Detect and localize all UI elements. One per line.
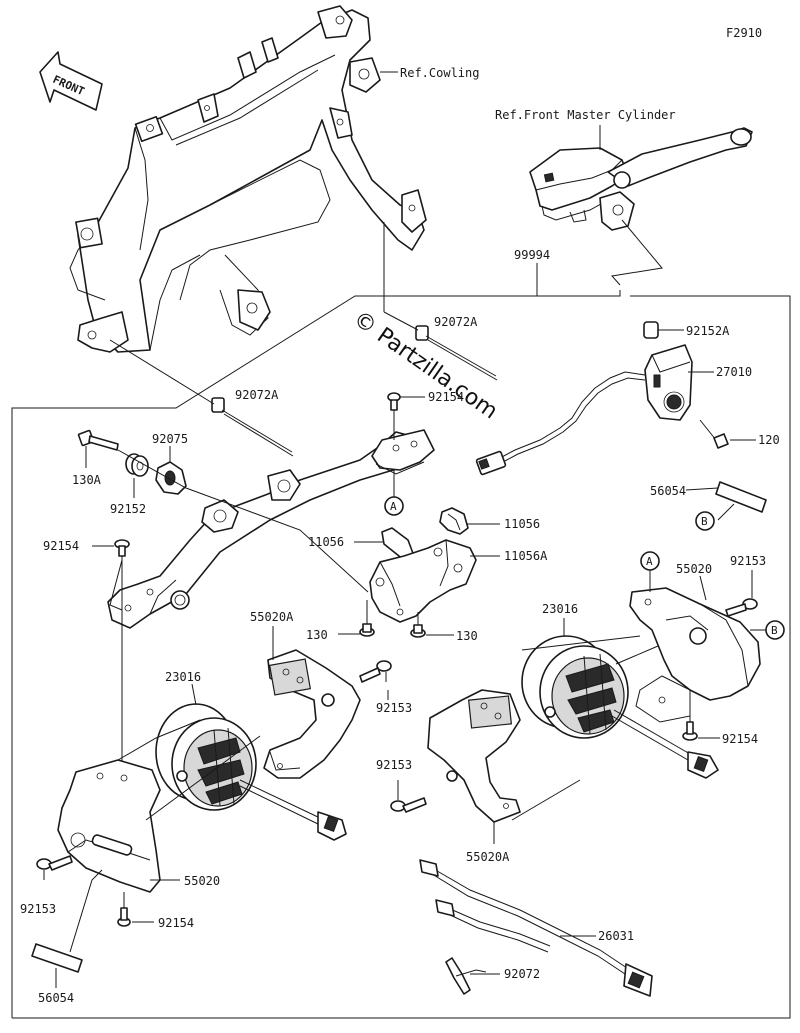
leader-23016-left: [191, 683, 197, 706]
callout-92072A-left: 92072A: [235, 388, 279, 402]
damper-92075: [155, 446, 187, 495]
callout-92075: 92075: [152, 432, 188, 446]
callout-92152A: 92152A: [686, 324, 730, 338]
headlight-23016-left: [155, 703, 347, 841]
bolt-92153-right-top: [725, 570, 758, 617]
callout-92154-top: 92154: [428, 390, 464, 404]
callout-92153-mid: 92153: [376, 701, 412, 715]
clamp-11056-right: [439, 507, 500, 535]
watermark-text: © Partzilla.com: [349, 306, 502, 424]
callout-23016-right: 23016: [542, 602, 578, 616]
bolt-92153-right-low: [390, 780, 427, 813]
bolt-92153-mid: [359, 660, 392, 683]
callout-92153-left: 92153: [20, 902, 56, 916]
callout-92154-right: 92154: [722, 732, 758, 746]
callout-130-left: 130: [306, 628, 328, 642]
front-arrow-icon: FRONT: [39, 51, 103, 111]
bolt-92154-left: [92, 539, 130, 771]
callout-23016-left: 23016: [165, 670, 201, 684]
callout-55020-left: 55020: [184, 874, 220, 888]
callout-92154-left: 92154: [43, 539, 79, 553]
light-mount-55020A-right: [427, 689, 581, 844]
figure-code: F2910: [726, 26, 762, 40]
light-housing-55020-left: [57, 719, 261, 893]
callout-27010: 27010: [716, 365, 752, 379]
callout-55020-right: 55020: [676, 562, 712, 576]
clamp-92152A: [643, 321, 659, 339]
marker-B-upper-label: B: [701, 515, 708, 528]
front-master-cylinder: [529, 127, 753, 231]
leader-55020-right: [699, 575, 707, 601]
wire-harness-26031: [419, 859, 653, 997]
washer-92152: [125, 453, 149, 498]
callout-120: 120: [758, 433, 780, 447]
bolt-92154-bottom: [117, 892, 154, 927]
headlight-23016-right: [521, 618, 719, 779]
callout-92152: 92152: [110, 502, 146, 516]
callout-92153-right-top: 92153: [730, 554, 766, 568]
front-cowling-stay-frame: [69, 5, 427, 353]
callout-99994: 99994: [514, 248, 550, 262]
callout-55020A-right: 55020A: [466, 850, 510, 864]
label-sticker-56054-right: [685, 481, 767, 521]
bolt-92153-left: [36, 855, 73, 880]
cable-tie-92072: [445, 957, 500, 995]
bolt-130-right: [410, 612, 454, 638]
cable-tie-92072A-left: [109, 339, 294, 457]
callout-92153-right-low: 92153: [376, 758, 412, 772]
bolt-130-left: [338, 600, 375, 637]
callout-55020A-left: 55020A: [250, 610, 294, 624]
bolt-130A: [77, 429, 119, 468]
leader-99994: [611, 219, 663, 286]
bracket-11056A: [369, 539, 500, 623]
callout-26031: 26031: [598, 929, 634, 943]
callout-92154-bottom: 92154: [158, 916, 194, 930]
ref-front-master-cylinder-label: Ref.Front Master Cylinder: [495, 108, 676, 122]
auxiliary-light-bracket: [107, 429, 435, 629]
light-mount-55020A-left: [263, 649, 361, 779]
callout-130A: 130A: [72, 473, 102, 487]
marker-B-upper: [695, 511, 715, 531]
bolt-axis-line: [117, 449, 369, 593]
assembly-outline: [11, 263, 791, 1019]
label-sticker-56054-bottom: [31, 869, 103, 988]
bolt-92154-top: [387, 392, 425, 440]
callout-130-right: 130: [456, 629, 478, 643]
marker-A-upper-label: A: [390, 500, 397, 513]
callout-92072A-top: 92072A: [434, 315, 478, 329]
callout-11056-left: 11056: [308, 535, 344, 549]
callout-11056-right: 11056: [504, 517, 540, 531]
marker-B-lower-label: B: [771, 624, 778, 637]
callout-11056A: 11056A: [504, 549, 548, 563]
switch-assembly-27010: [475, 321, 729, 476]
callout-56054-bottom: 56054: [38, 991, 74, 1005]
callout-56054-right: 56054: [650, 484, 686, 498]
callout-92072: 92072: [504, 967, 540, 981]
bolt-92154-right: [682, 700, 720, 741]
cable-tie-92072A-upper: [383, 290, 498, 381]
ref-cowling-label: Ref.Cowling: [400, 66, 479, 80]
marker-A-lower-label: A: [646, 555, 653, 568]
